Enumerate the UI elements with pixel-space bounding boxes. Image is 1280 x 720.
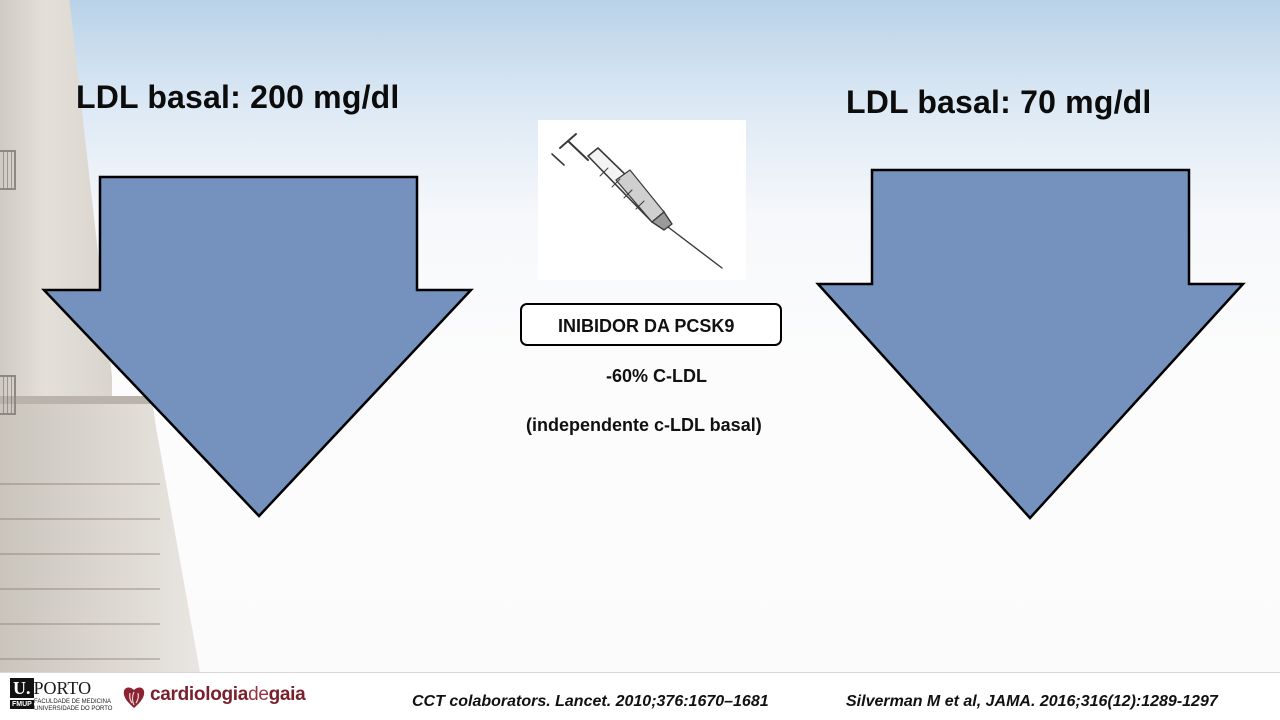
effect-text: -60% C-LDL (606, 366, 708, 386)
reference-cct: CCT colaborators. Lancet. 2010;376:1670–… (412, 693, 769, 710)
effect-note: (independente c-LDL basal) (526, 415, 762, 435)
heading-ldl-70: LDL basal: 70 mg/dl (846, 84, 1152, 120)
reference-silverman: Silverman M et al, JAMA. 2016;316(12):12… (846, 693, 1218, 710)
syringe-icon (538, 120, 746, 280)
drug-label-box: INIBIDOR DA PCSK9 (520, 303, 782, 346)
down-arrow-left (41, 175, 474, 518)
drug-label: INIBIDOR DA PCSK9 (558, 316, 735, 336)
down-arrow-right (815, 168, 1246, 520)
heart-icon (123, 687, 145, 708)
heading-ldl-200: LDL basal: 200 mg/dl (76, 79, 400, 115)
